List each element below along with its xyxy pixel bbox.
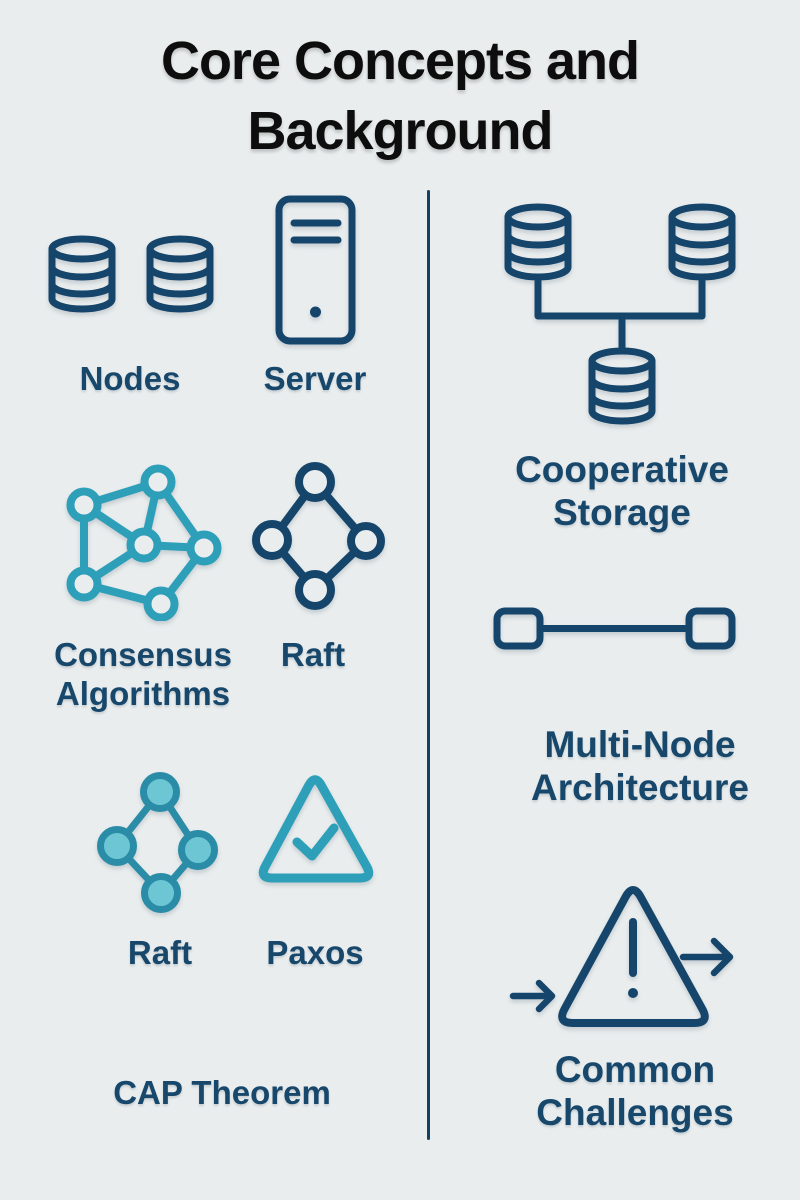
- multi-node-architecture-label: Multi-Node Architecture: [531, 724, 749, 809]
- nodes-label: Nodes: [79, 360, 181, 397]
- server-label: Server: [263, 360, 367, 397]
- page-title-line-1: Core Concepts and: [160, 31, 640, 91]
- network-graph-icon: [66, 464, 222, 621]
- clustered-databases-icon: [504, 203, 736, 425]
- page-title: Core Concepts and Background: [0, 26, 800, 166]
- diamond-nodes-filled-icon: [97, 772, 218, 913]
- triangle-checkmark-icon: [258, 775, 374, 883]
- warning-triangle-arrows-icon: [509, 886, 734, 1027]
- cap-theorem-label: CAP Theorem: [113, 1074, 331, 1111]
- common-challenges-label: Common Challenges: [536, 1049, 734, 1134]
- diamond-nodes-outline-icon: [252, 462, 385, 610]
- column-divider: [427, 190, 430, 1140]
- raft-outline-label: Raft: [280, 636, 346, 673]
- database-pair-icon: [48, 235, 214, 313]
- connected-node-squares-icon: [493, 607, 736, 650]
- consensus-algorithms-label: Consensus Algorithms: [54, 636, 232, 712]
- page-title-line-2: Background: [247, 101, 553, 161]
- raft-filled-label: Raft: [127, 934, 193, 971]
- server-tower-icon: [275, 195, 356, 345]
- paxos-label: Paxos: [266, 934, 364, 971]
- cooperative-storage-label: Cooperative Storage: [515, 449, 729, 534]
